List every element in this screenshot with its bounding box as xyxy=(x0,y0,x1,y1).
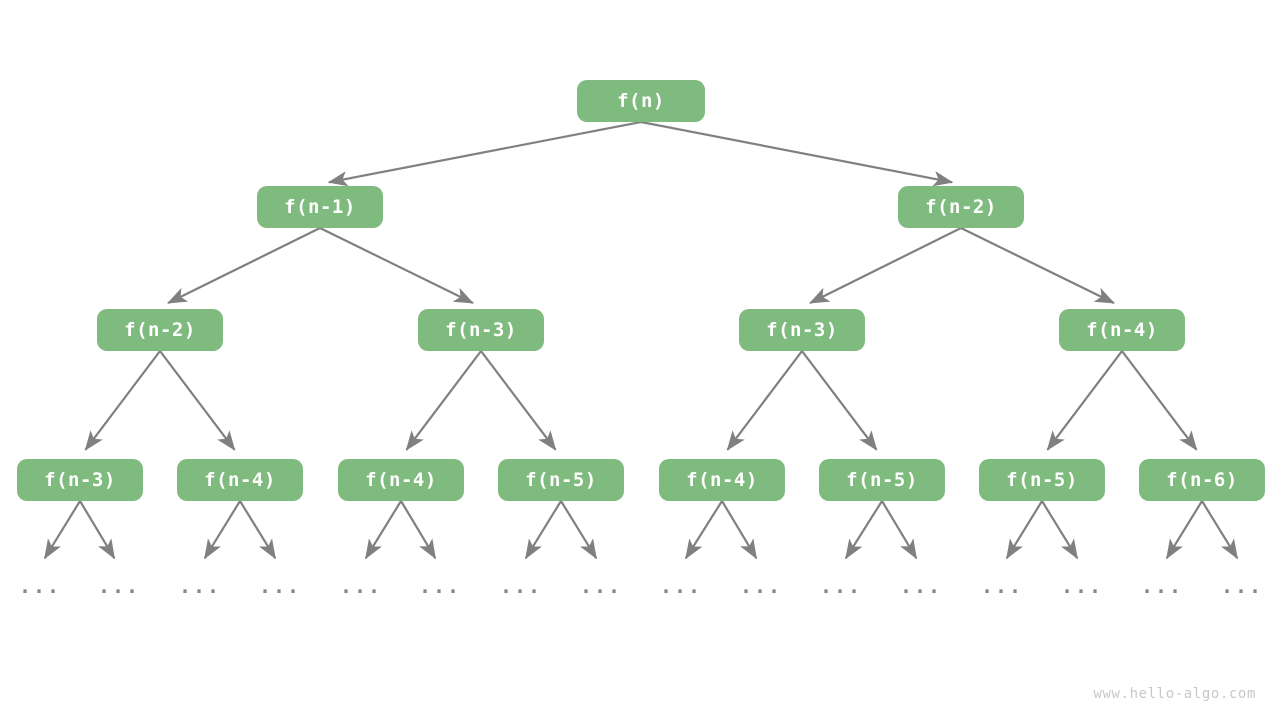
tree-edge xyxy=(203,500,241,560)
tree-node[interactable]: f(n-2) xyxy=(898,186,1024,228)
ellipsis-marker: ... xyxy=(579,574,623,598)
tree-edge xyxy=(364,500,402,560)
ellipsis-marker: ... xyxy=(178,574,222,598)
tree-edge xyxy=(684,500,723,560)
tree-node[interactable]: f(n-3) xyxy=(739,309,865,351)
tree-edge xyxy=(1041,500,1079,560)
tree-edge xyxy=(1165,500,1203,560)
tree-edge xyxy=(480,350,557,451)
tree-edge xyxy=(400,500,437,560)
tree-node[interactable]: f(n-5) xyxy=(498,459,624,501)
tree-edge xyxy=(560,500,598,560)
ellipsis-marker: ... xyxy=(339,574,383,598)
tree-edge xyxy=(159,350,236,451)
tree-edge xyxy=(43,500,81,560)
tree-node[interactable]: f(n-4) xyxy=(1059,309,1185,351)
ellipsis-marker: ... xyxy=(739,574,783,598)
tree-edge xyxy=(960,227,1115,305)
tree-edge xyxy=(239,500,277,560)
tree-node[interactable]: f(n-4) xyxy=(338,459,464,501)
tree-edge xyxy=(1046,350,1123,451)
ellipsis-marker: ... xyxy=(659,574,703,598)
watermark: www.hello-algo.com xyxy=(1093,686,1256,702)
tree-edge xyxy=(1121,350,1198,451)
tree-node[interactable]: f(n-3) xyxy=(17,459,143,501)
tree-edge xyxy=(809,227,962,304)
tree-node[interactable]: f(n-1) xyxy=(257,186,383,228)
ellipsis-marker: ... xyxy=(980,574,1024,598)
tree-edge xyxy=(167,227,321,305)
tree-edge xyxy=(1201,500,1239,560)
ellipsis-marker: ... xyxy=(819,574,863,598)
ellipsis-marker: ... xyxy=(258,574,302,598)
tree-node[interactable]: f(n) xyxy=(577,80,705,122)
tree-edge xyxy=(640,120,954,187)
tree-edge xyxy=(524,500,562,560)
tree-edge xyxy=(801,350,878,451)
tree-node[interactable]: f(n-6) xyxy=(1139,459,1265,501)
ellipsis-marker: ... xyxy=(499,574,543,598)
tree-edge xyxy=(726,350,803,451)
tree-node[interactable]: f(n-5) xyxy=(979,459,1105,501)
tree-edge xyxy=(327,120,642,187)
tree-edge xyxy=(881,500,918,560)
tree-edge xyxy=(84,350,161,451)
tree-edge xyxy=(1005,500,1043,560)
ellipsis-marker: ... xyxy=(1060,574,1104,598)
tree-edge xyxy=(844,500,883,560)
tree-edge xyxy=(405,350,482,451)
tree-node[interactable]: f(n-2) xyxy=(97,309,223,351)
ellipsis-marker: ... xyxy=(418,574,462,598)
tree-edge xyxy=(79,500,116,560)
tree-edge xyxy=(319,227,474,305)
tree-node[interactable]: f(n-3) xyxy=(418,309,544,351)
ellipsis-marker: ... xyxy=(1220,574,1264,598)
ellipsis-marker: ... xyxy=(1140,574,1184,598)
ellipsis-marker: ... xyxy=(18,574,62,598)
tree-node[interactable]: f(n-5) xyxy=(819,459,945,501)
ellipsis-marker: ... xyxy=(899,574,943,598)
tree-edge xyxy=(721,500,758,560)
tree-node[interactable]: f(n-4) xyxy=(659,459,785,501)
tree-node[interactable]: f(n-4) xyxy=(177,459,303,501)
ellipsis-marker: ... xyxy=(97,574,141,598)
